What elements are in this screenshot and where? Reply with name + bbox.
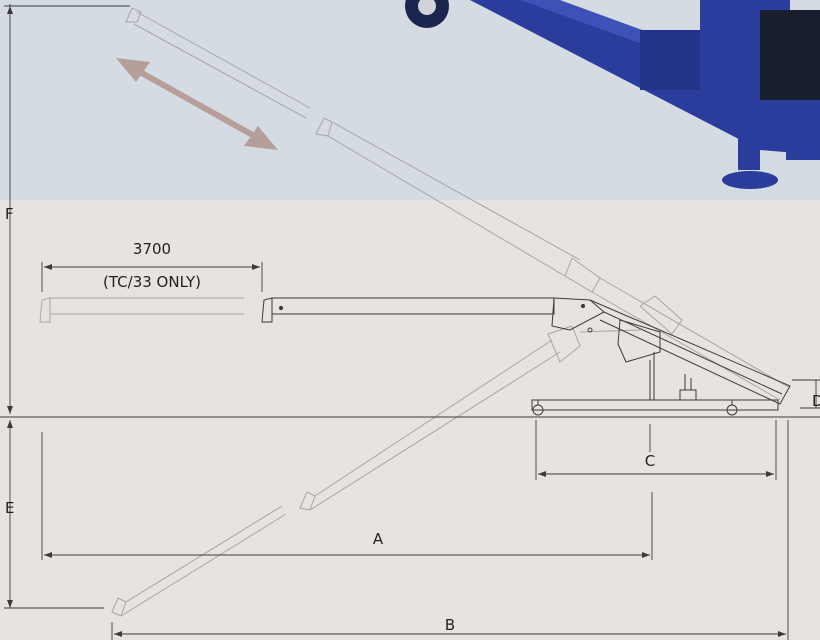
dimension-3700-qualifier: (TC/33 ONLY) (103, 273, 201, 291)
dimension-3700-value: 3700 (133, 240, 171, 258)
boom-extension-tc33 (39, 297, 244, 323)
machine-jack-foot (722, 171, 778, 189)
machine-jack-leg (738, 80, 760, 170)
dimension-arrowheads (7, 6, 786, 637)
dimension-label-a: A (373, 530, 384, 548)
dimension-label-d: D (812, 392, 820, 410)
machine-photo (405, 0, 820, 189)
dimension-label-f: F (5, 205, 14, 223)
boom-raised-upper (125, 7, 791, 401)
dimension-label-b: B (445, 616, 455, 634)
boom-horizontal (261, 297, 791, 405)
extend-arrow (116, 58, 278, 150)
dimension-label-c: C (645, 452, 655, 470)
trolley-chassis (531, 374, 779, 416)
drawing-background (0, 200, 820, 640)
boom-lowered (111, 325, 641, 617)
dimension-lines (0, 4, 820, 640)
dimension-label-e: E (5, 499, 14, 517)
